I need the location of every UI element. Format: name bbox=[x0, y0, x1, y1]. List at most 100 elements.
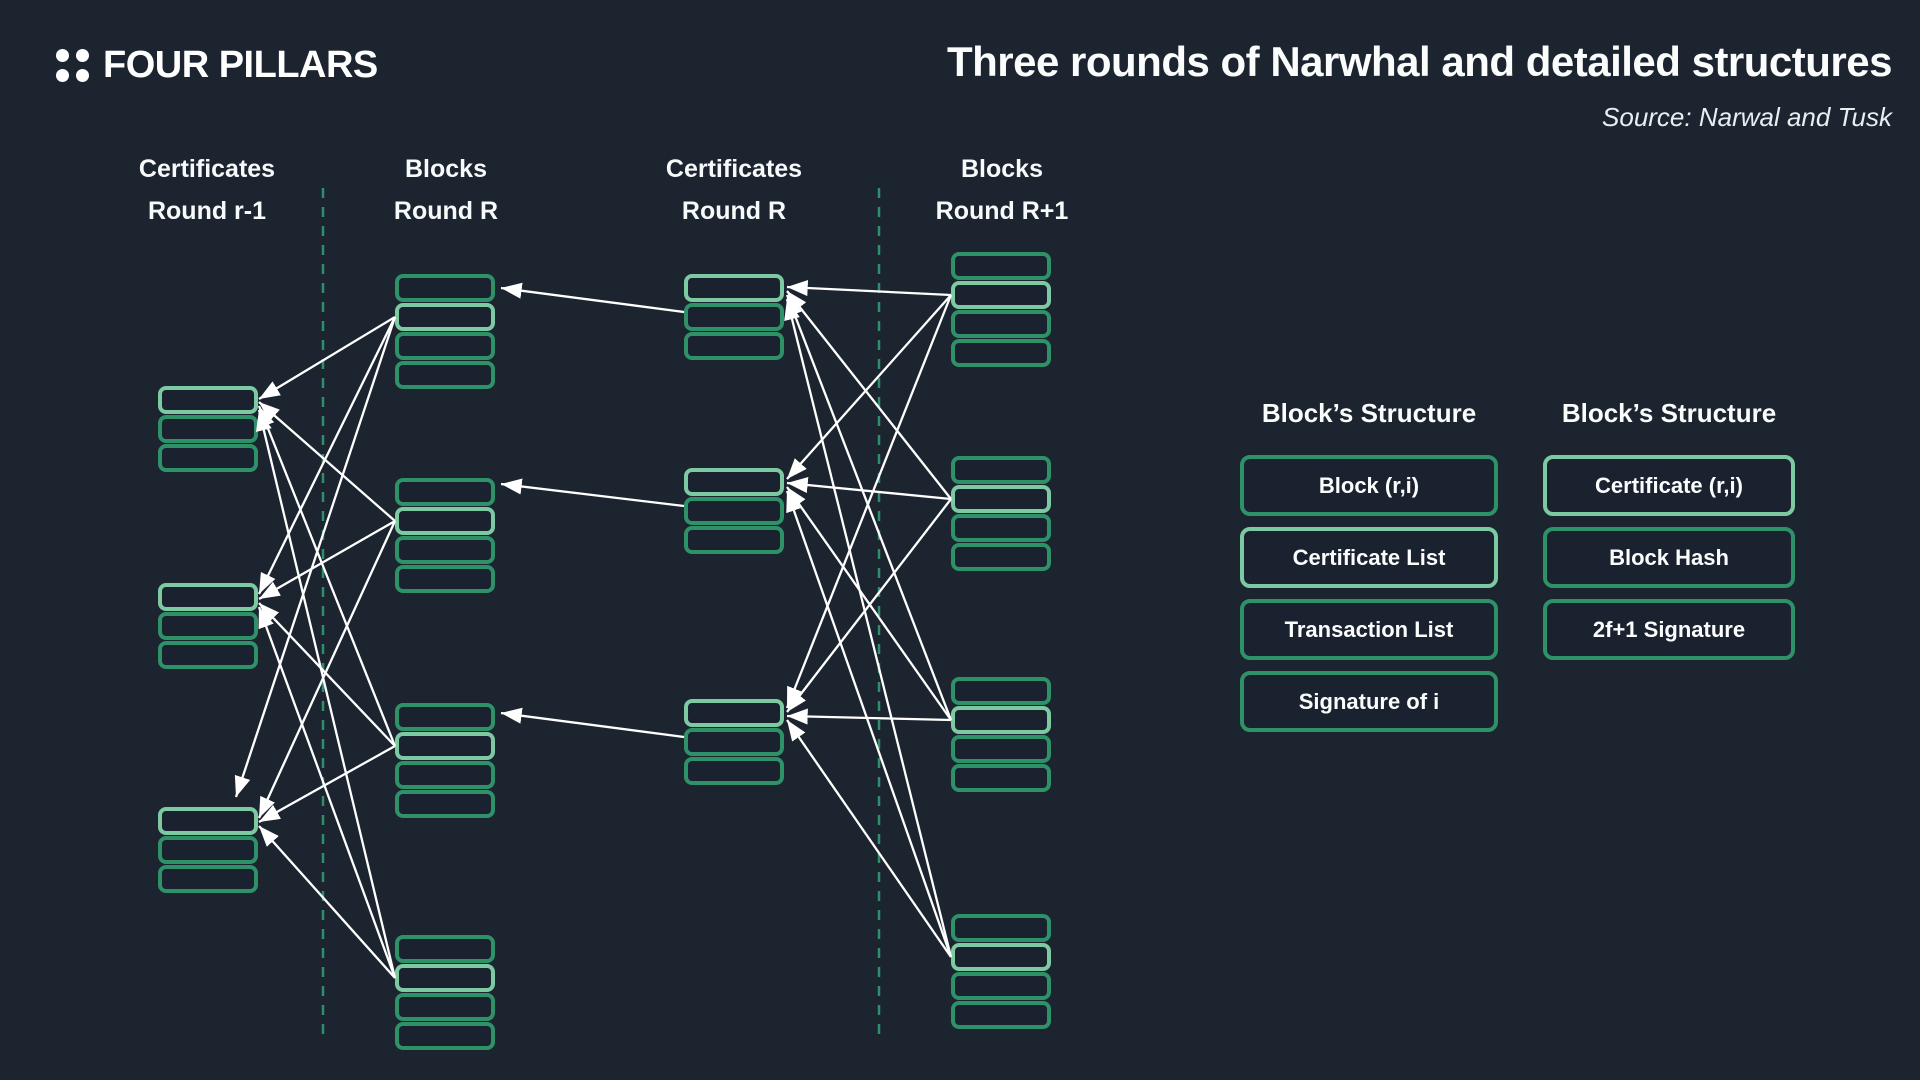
certificate-block bbox=[684, 497, 784, 525]
certify-arrow bbox=[500, 707, 685, 739]
reference-arrow bbox=[258, 825, 396, 979]
reference-arrow bbox=[255, 409, 397, 979]
certificates-round-r-group-1 bbox=[684, 274, 784, 360]
reference-arrow bbox=[257, 405, 397, 747]
round-label: Round r-1 bbox=[147, 197, 267, 225]
page-title: Three rounds of Narwhal and detailed str… bbox=[946, 38, 1893, 85]
reference-arrow bbox=[258, 520, 396, 600]
panel-title: Block’s Structure bbox=[1561, 398, 1777, 428]
reference-arrow bbox=[786, 290, 952, 500]
certificate-block bbox=[158, 583, 258, 611]
round-label: Round R bbox=[681, 197, 787, 225]
four-dots-icon bbox=[56, 49, 89, 82]
blocks-round-r-plus-1-group-4 bbox=[951, 914, 1051, 1029]
block-node bbox=[395, 536, 495, 564]
reference-arrow bbox=[258, 316, 396, 400]
block-node bbox=[395, 732, 495, 760]
certificate-block bbox=[684, 757, 784, 785]
block-node bbox=[395, 993, 495, 1021]
block-node bbox=[951, 485, 1051, 513]
certificate-block bbox=[684, 274, 784, 302]
certificate-block bbox=[158, 865, 258, 893]
block-node bbox=[951, 310, 1051, 338]
block-node bbox=[951, 514, 1051, 542]
block-node bbox=[395, 761, 495, 789]
block-node bbox=[395, 478, 495, 506]
certificates-round-r-group-2 bbox=[684, 468, 784, 554]
title-block: Three rounds of Narwhal and detailed str… bbox=[946, 38, 1893, 133]
blocks-round-r-plus-1-group-1 bbox=[951, 252, 1051, 367]
block-node bbox=[395, 703, 495, 731]
blocks-round-r-group-1 bbox=[395, 274, 495, 389]
block-node bbox=[951, 339, 1051, 367]
block-node bbox=[395, 964, 495, 992]
structure-field-box: Block Hash bbox=[1543, 527, 1795, 588]
reference-arrow bbox=[786, 476, 952, 501]
blocks-round-r-plus-1-group-3 bbox=[951, 677, 1051, 792]
block-node bbox=[395, 332, 495, 360]
reference-arrow bbox=[257, 520, 397, 819]
certificate-block bbox=[158, 444, 258, 472]
certificate-block bbox=[684, 332, 784, 360]
certificate-block bbox=[158, 415, 258, 443]
block-node bbox=[951, 1001, 1051, 1029]
reference-arrow bbox=[785, 490, 953, 958]
structure-field-box: Signature of i bbox=[1240, 671, 1498, 732]
block-node bbox=[951, 252, 1051, 280]
structure-field-box: 2f+1 Signature bbox=[1543, 599, 1795, 660]
reference-arrow bbox=[786, 294, 952, 480]
reference-arrow bbox=[258, 602, 396, 747]
block-node bbox=[395, 1022, 495, 1050]
certificate-block bbox=[684, 699, 784, 727]
certificates-round-r-1-group-3 bbox=[158, 807, 258, 893]
reference-arrow bbox=[785, 294, 953, 709]
reference-arrow bbox=[786, 708, 952, 725]
reference-arrow bbox=[786, 279, 952, 297]
round-label: Round R bbox=[393, 197, 499, 225]
block-node bbox=[951, 677, 1051, 705]
block-node bbox=[395, 790, 495, 818]
certificate-block bbox=[684, 303, 784, 331]
reference-arrow bbox=[786, 498, 952, 713]
block-node bbox=[951, 972, 1051, 1000]
column-label: Certificates bbox=[665, 155, 803, 183]
reference-arrow bbox=[784, 298, 953, 958]
blocks-round-r-group-4 bbox=[395, 935, 495, 1050]
structure-field-box: Transaction List bbox=[1240, 599, 1498, 660]
block-node bbox=[395, 935, 495, 963]
block-node bbox=[395, 507, 495, 535]
reference-arrow bbox=[786, 719, 952, 958]
block-node bbox=[395, 303, 495, 331]
certificate-block bbox=[158, 807, 258, 835]
reference-arrow bbox=[234, 316, 397, 798]
certificate-block bbox=[684, 468, 784, 496]
reference-arrow bbox=[786, 486, 952, 721]
certificates-round-r-1-group-1 bbox=[158, 386, 258, 472]
block-node bbox=[951, 764, 1051, 792]
reference-arrow bbox=[257, 606, 397, 979]
block-node bbox=[395, 274, 495, 302]
structure-field-box: Certificate (r,i) bbox=[1543, 455, 1795, 516]
certificate-block bbox=[158, 612, 258, 640]
certify-arrow bbox=[500, 478, 685, 508]
certificates-round-r-1-group-2 bbox=[158, 583, 258, 669]
blocks-round-r-plus-1-group-2 bbox=[951, 456, 1051, 571]
column-label: Certificates bbox=[138, 155, 276, 183]
certificate-block bbox=[158, 641, 258, 669]
block-node bbox=[951, 281, 1051, 309]
block-node bbox=[951, 735, 1051, 763]
block-node bbox=[395, 361, 495, 389]
block-node bbox=[951, 543, 1051, 571]
block-node bbox=[395, 565, 495, 593]
block-node bbox=[951, 456, 1051, 484]
certify-arrow bbox=[500, 282, 685, 314]
four-pillars-logo: FOUR PILLARS bbox=[56, 44, 378, 87]
logo-text: FOUR PILLARS bbox=[103, 44, 378, 86]
reference-arrow bbox=[258, 401, 396, 522]
structure-field-box: Certificate List bbox=[1240, 527, 1498, 588]
